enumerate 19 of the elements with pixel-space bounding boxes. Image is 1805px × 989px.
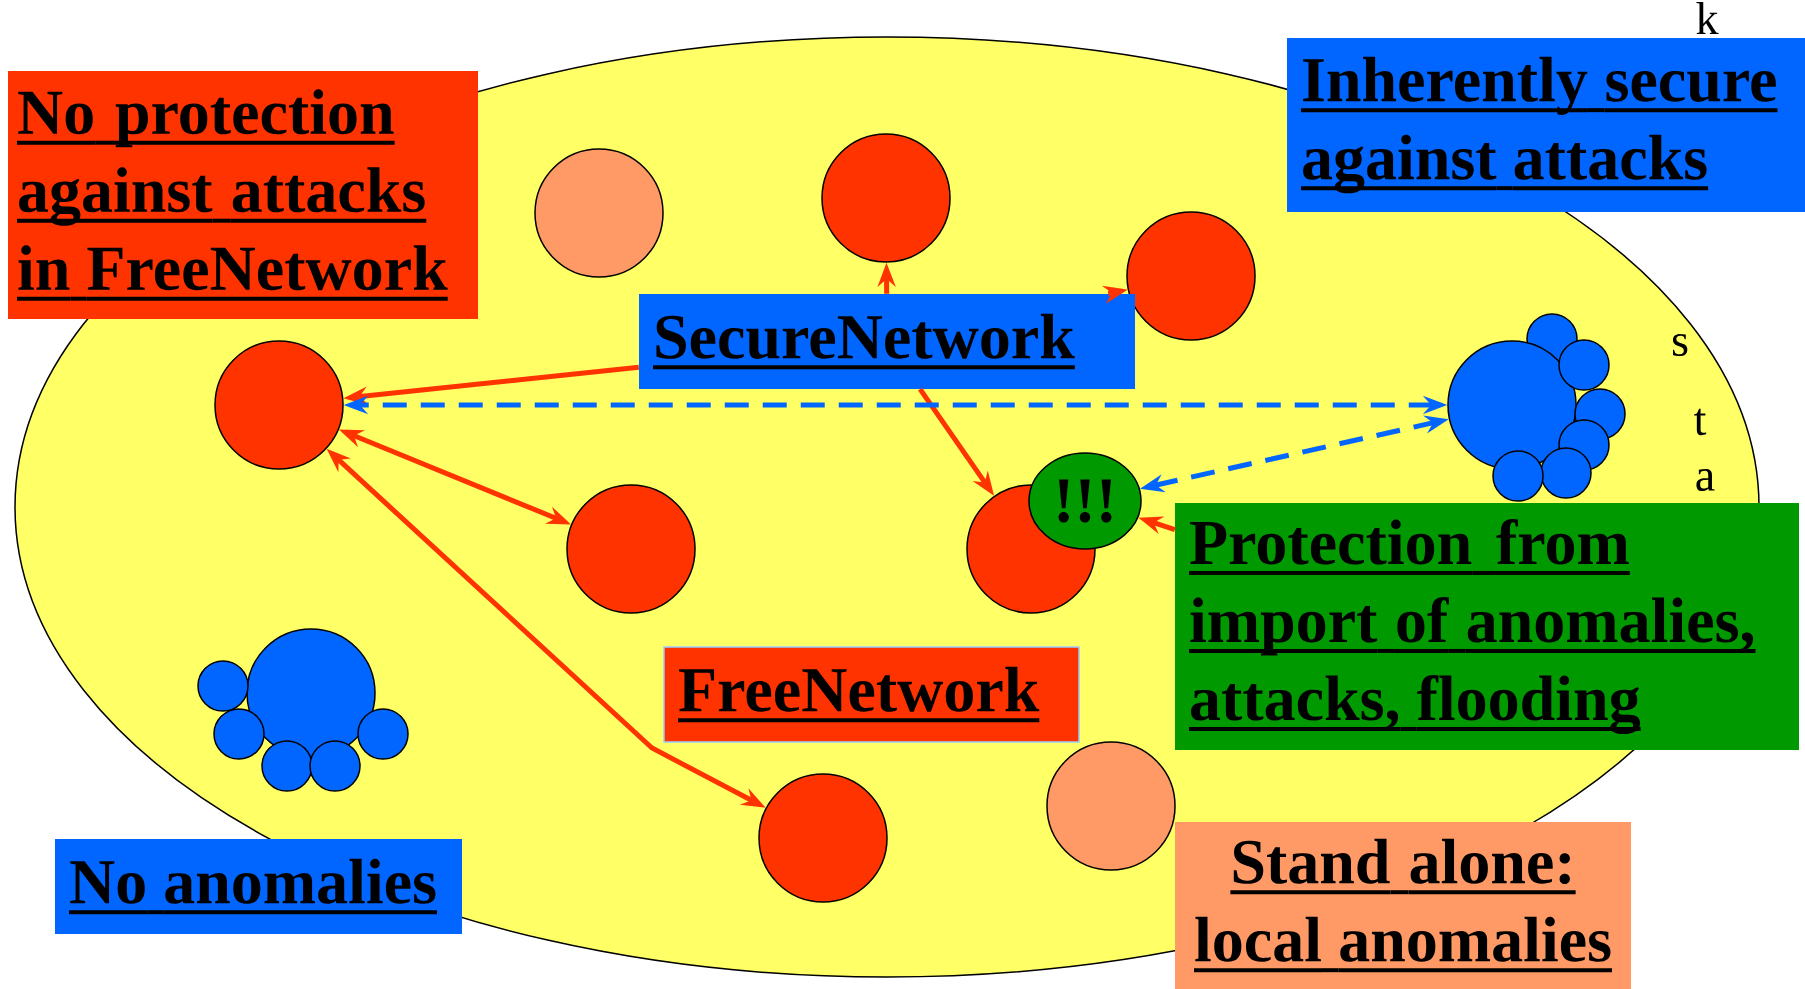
letter: a	[1696, 469, 1715, 491]
circle	[1126, 211, 1256, 341]
circle	[758, 773, 888, 903]
circle	[566, 484, 696, 614]
letter: t	[1694, 408, 1707, 436]
circle-cluster	[1447, 313, 1626, 502]
letter: s	[1672, 333, 1688, 357]
circle	[821, 133, 951, 263]
circle	[534, 148, 664, 278]
label-box: Stand alone: local anomalies	[1175, 822, 1631, 989]
label-box: SecureNetwork	[639, 294, 1135, 389]
circle	[214, 340, 344, 470]
circle-cluster	[197, 628, 409, 792]
label-box: No anomalies	[55, 839, 462, 934]
label-box: Inherently secure against attacks	[1287, 38, 1805, 212]
label-box: FreeNetwork	[663, 646, 1080, 743]
circle	[1046, 741, 1176, 871]
label-box: No protection against attacks in FreeNetwork	[8, 71, 478, 319]
label-box: Protection from import of anomalies, attacks, flooding	[1175, 503, 1799, 750]
